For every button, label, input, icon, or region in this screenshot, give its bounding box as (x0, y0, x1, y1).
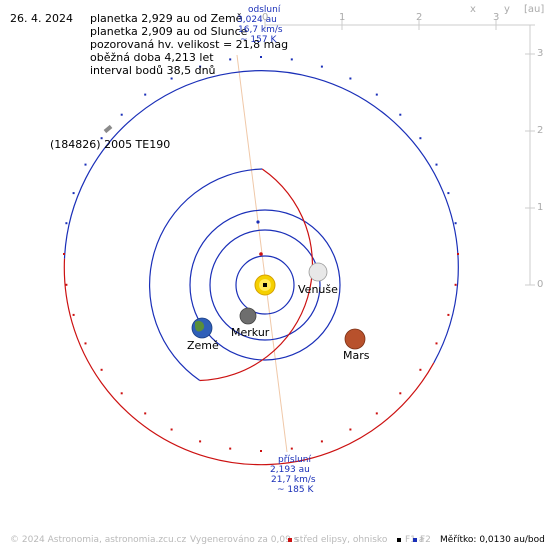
orbit-point (84, 342, 87, 345)
orbit-point (454, 283, 457, 286)
x-tick-label-2: 2 (416, 12, 423, 23)
venus-orbit (209, 229, 321, 341)
orbit-point (65, 222, 68, 225)
sun-focus-marker (263, 283, 267, 287)
x-tick-label-3: 3 (493, 12, 500, 23)
perihelion-distance: 2,193 au (270, 465, 310, 475)
orbit-point (100, 368, 103, 371)
orbit-point (63, 253, 65, 255)
orbit-point (375, 93, 378, 96)
mars-orbit-center (256, 220, 260, 224)
perihelion-temperature: ~ 185 K (277, 485, 314, 495)
y-tick-label-3: 3 (537, 48, 544, 59)
orbit-point (120, 392, 123, 395)
orbit-point (260, 450, 262, 452)
y-tick-label-2: 2 (537, 125, 544, 136)
orbit-point (435, 342, 438, 345)
orbit-point (144, 412, 147, 415)
footer-legend-center: střed elipsy, ohnisko (295, 535, 388, 545)
info-magnitude: pozorovaná hv. velikost = 21,8 mag (90, 38, 289, 51)
orbit-point (199, 440, 202, 443)
orbit-point (375, 412, 378, 415)
orbit-point (229, 447, 232, 450)
perihelion-title: přísluní (278, 455, 312, 465)
orbit-point (349, 428, 352, 431)
earth-label: Země (187, 339, 219, 352)
aphelion-title: odsluní (248, 5, 281, 15)
orbit-point (435, 163, 438, 166)
orbit-point (320, 65, 323, 68)
info-orbital-period: oběžná doba 4,213 let (90, 51, 214, 64)
orbit-point (199, 65, 202, 68)
venus (308, 262, 328, 282)
aphelion-speed: 16,7 km/s (238, 25, 283, 35)
earth-orbit (189, 209, 341, 361)
mercury (239, 307, 257, 325)
orbit-point (290, 447, 293, 450)
orbit-point (229, 58, 232, 61)
orbit-point (170, 77, 173, 80)
axes (264, 20, 535, 286)
orbit-point (447, 192, 450, 195)
mars-label: Mars (343, 349, 370, 362)
y-tick-label-0: 0 (537, 279, 544, 290)
x-axis-label: x (470, 4, 476, 15)
orbit-point (349, 77, 352, 80)
footer-legend-f2: F2 (420, 535, 431, 545)
orbit-point (120, 113, 123, 116)
legend-f1-marker (397, 538, 401, 542)
orbit-point (457, 253, 459, 255)
mars (344, 328, 366, 350)
footer-scale: Měřítko: 0,0130 au/bod (440, 535, 545, 545)
x-tick-label-0: 0 (262, 12, 269, 23)
orbit-point (399, 392, 402, 395)
orbit-point (170, 428, 173, 431)
date-label: 26. 4. 2024 (10, 12, 73, 25)
legend-center-marker (288, 538, 292, 542)
y-tick-label-1: 1 (537, 202, 544, 213)
mercury-orbit (235, 255, 295, 315)
info-point-interval: interval bodů 38,5 dnů (90, 64, 216, 77)
earth-land (195, 320, 205, 332)
aphelion-temperature: ~ 157 K (240, 35, 277, 45)
orbit-point (419, 368, 422, 371)
info-earth-distance: planetka 2,929 au od Země (90, 12, 243, 25)
orbit-point (399, 113, 402, 116)
asteroid-label: (184826) 2005 TE190 (50, 138, 171, 151)
orbit-point (84, 163, 87, 166)
footer-generated: Vygenerováno za 0,09 s (190, 535, 299, 545)
mercury-label: Merkur (231, 326, 270, 339)
orbit-point (419, 137, 422, 140)
asteroid-orbit-far (63, 70, 459, 364)
orbit-point (454, 222, 457, 225)
orbit-point (65, 283, 68, 286)
asteroid-orbit-center (259, 252, 263, 256)
mars-orbit-far (149, 168, 263, 381)
orbit-point-markers (63, 56, 459, 452)
orbit-point (144, 93, 147, 96)
x-tick-label-1: 1 (339, 12, 346, 23)
legend-f2-marker (413, 538, 417, 542)
orbit-point (290, 58, 293, 61)
info-sun-distance: planetka 2,909 au od Slunce (90, 25, 248, 38)
aphelion-distance: 3,024 au (237, 15, 277, 25)
orbit-point (260, 56, 262, 58)
footer-copyright: © 2024 Astronomia, astronomia.zcu.cz (10, 535, 187, 545)
orbit-point (72, 313, 75, 316)
orbit-point (72, 192, 75, 195)
perihelion-speed: 21,7 km/s (271, 475, 316, 485)
orbit-point (447, 313, 450, 316)
mars-orbit-near (199, 168, 313, 382)
asteroid (103, 124, 113, 134)
asteroid-orbit-near (63, 258, 435, 466)
venus-label: Venuše (298, 283, 338, 296)
orbit-point (100, 137, 103, 140)
orbit-point (320, 440, 323, 443)
axis-unit-label: [au] (524, 4, 545, 15)
y-axis-label: y (504, 4, 510, 15)
